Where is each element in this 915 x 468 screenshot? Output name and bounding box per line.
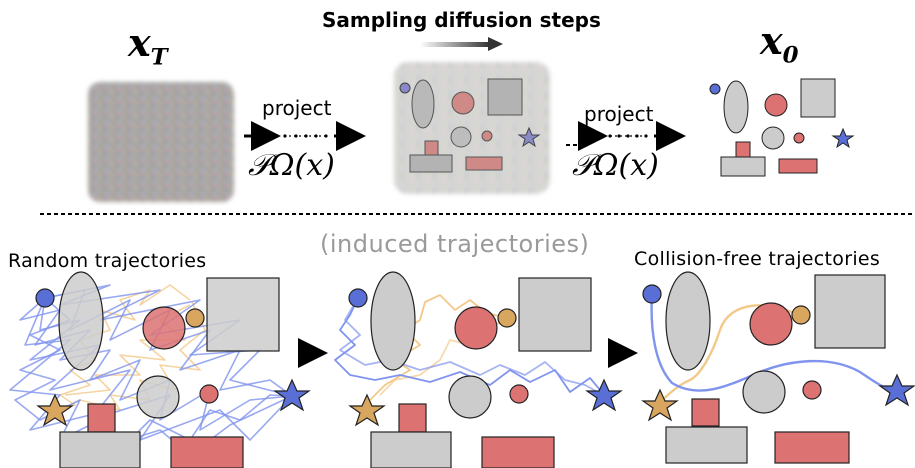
project-label-1: project bbox=[262, 96, 332, 120]
denoising-scene bbox=[394, 62, 550, 194]
panel-collision-free bbox=[641, 271, 915, 464]
projection-operator-1: 𝒫Ω(x) bbox=[248, 148, 335, 183]
title-gradient-arrow-head bbox=[488, 37, 503, 51]
sampling-title: Sampling diffusion steps bbox=[322, 8, 601, 32]
collision-free-label: Collision-free trajectories bbox=[634, 248, 881, 270]
x0-label: x0 bbox=[760, 18, 799, 69]
panel-intermediate bbox=[334, 271, 623, 468]
projection-arrow-1 bbox=[244, 121, 366, 151]
noise-image-xt bbox=[88, 82, 234, 202]
clean-scene bbox=[709, 78, 855, 177]
projection-operator-2: 𝒫Ω(x) bbox=[572, 148, 659, 183]
xt-label: xT bbox=[128, 20, 168, 71]
induced-trajectories-label: (induced trajectories) bbox=[320, 230, 590, 258]
panel-random bbox=[9, 271, 311, 468]
project-label-2: project bbox=[584, 102, 654, 126]
projection-arrow-2 bbox=[566, 121, 686, 151]
title-gradient-arrow bbox=[420, 42, 490, 47]
random-trajectories-label: Random trajectories bbox=[8, 250, 207, 272]
